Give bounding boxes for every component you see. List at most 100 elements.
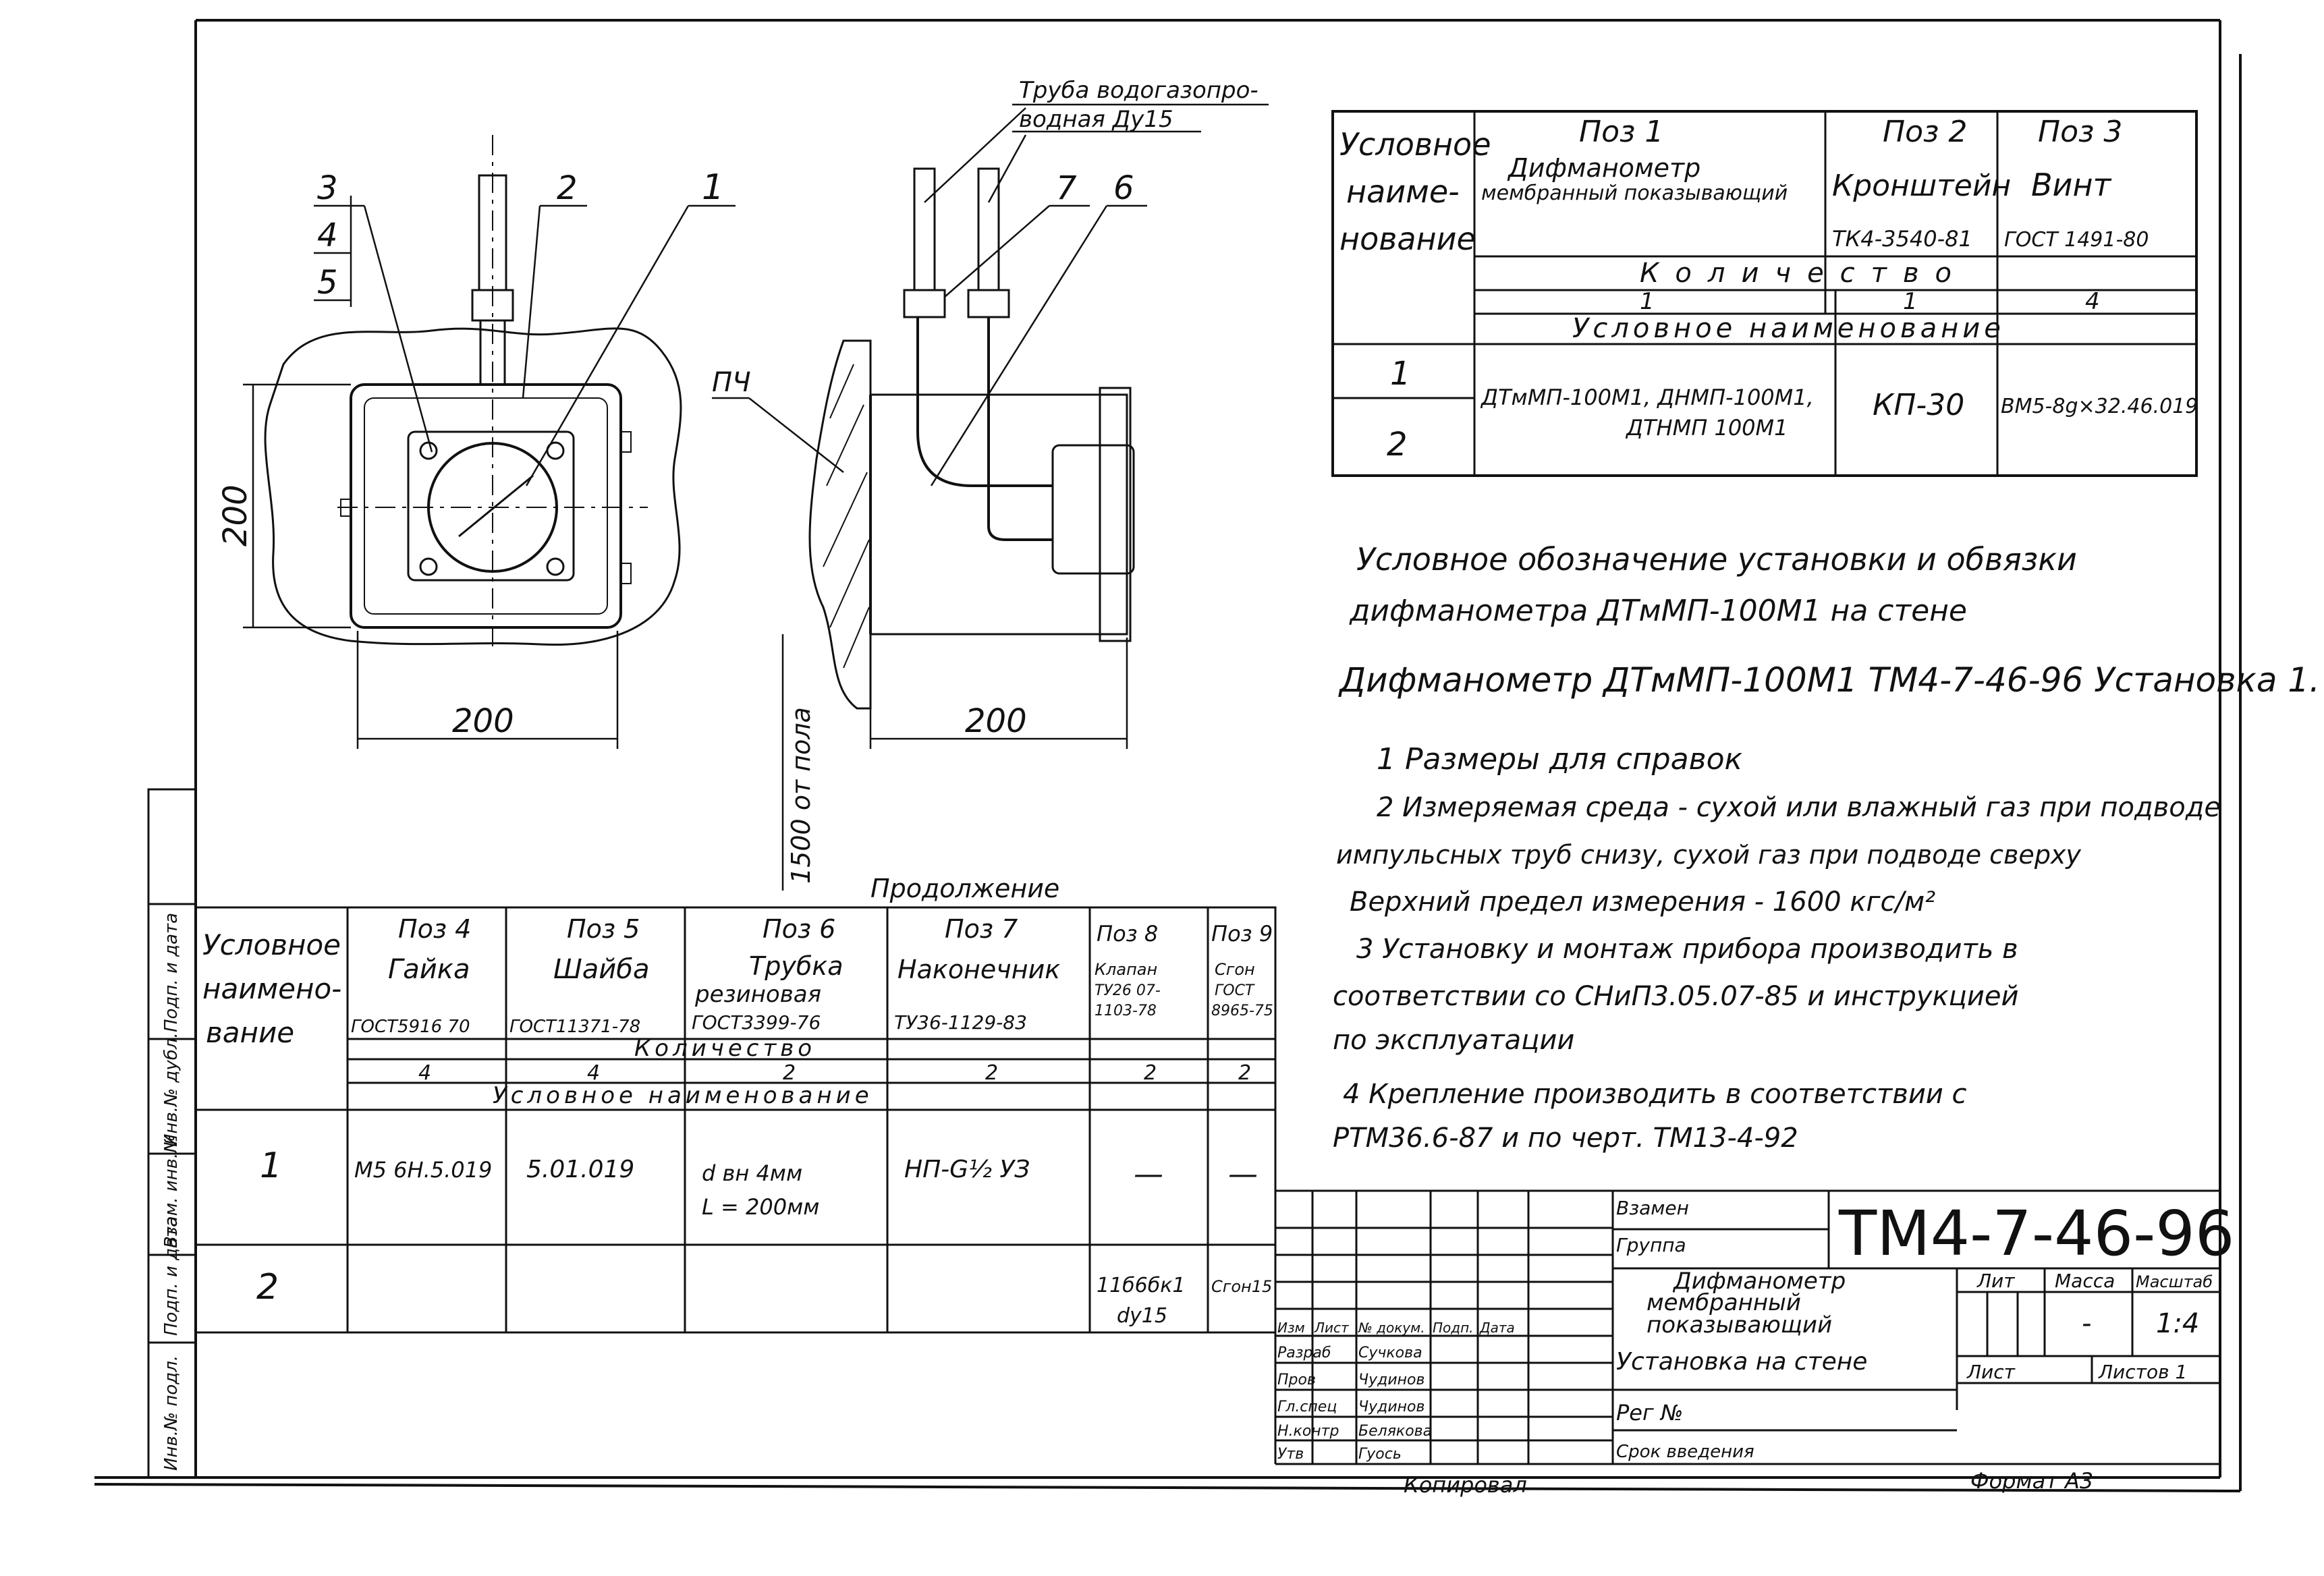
pipe-right — [977, 167, 1000, 291]
callout-3: 3 — [317, 169, 338, 207]
tb-title-3: показывающий — [1647, 1312, 1832, 1339]
bottom-row-1: 1 — [260, 1146, 282, 1186]
bracket-body — [869, 393, 1128, 636]
pos8-standard-1: ТУ26 07- — [1095, 982, 1161, 999]
screw-hole-4 — [546, 557, 565, 576]
tb-person-name-3: Чудинов — [1358, 1399, 1424, 1415]
rubber-tube-1 — [916, 317, 1053, 487]
wall-label: ПЧ — [712, 367, 751, 398]
qty-pos7: 2 — [985, 1061, 998, 1085]
tb-person-role-1: Разраб — [1277, 1345, 1331, 1361]
tb-role-sign: Подп. — [1433, 1320, 1474, 1336]
note-4-1: 4 Крепление производить в соответствии с — [1343, 1079, 1967, 1110]
pos3-title: Поз 3 — [2038, 115, 2122, 149]
pos8-row1: — — [1134, 1157, 1163, 1191]
sheet-frame — [94, 19, 2242, 1492]
dim-height-200: 200 — [217, 484, 254, 546]
tb-reg: Рег № — [1616, 1400, 1683, 1426]
pos7-standard: ТУ36-1129-83 — [894, 1011, 1027, 1034]
continuation-label: Продолжение — [870, 874, 1059, 903]
pos4-standard: ГОСТ5916 70 — [351, 1017, 470, 1037]
tb-title-2: мембранный — [1647, 1289, 1801, 1316]
strip-sign-date-2: Подп. и дата — [161, 913, 182, 1032]
format-label: Формат А3 — [1970, 1468, 2093, 1494]
tb-sheet: Лист — [1966, 1361, 2016, 1383]
qty-pos1: 1 — [1640, 288, 1655, 315]
drawing-code: ТМ4-7-46-96 — [1838, 1198, 2234, 1270]
pos6-value-2: L = 200мм — [702, 1194, 819, 1220]
pos8-name: Клапан — [1095, 960, 1157, 979]
pos4-value: М5 6Н.5.019 — [354, 1157, 492, 1183]
tb-role-date: Дата — [1479, 1320, 1515, 1336]
qty-pos3: 4 — [2085, 288, 2100, 315]
qty-pos4: 4 — [418, 1061, 431, 1085]
pos2-title: Поз 2 — [1883, 115, 1967, 149]
callout-4: 4 — [317, 217, 338, 254]
pos9-standard-2: 8965-75 — [1211, 1003, 1273, 1019]
instrument-flange — [407, 430, 575, 582]
bottom-quantity-label: Количество — [634, 1035, 816, 1062]
gauge-needle — [458, 474, 534, 538]
tb-person-name-1: Сучкова — [1358, 1345, 1422, 1361]
tb-person-name-4: Белякова — [1358, 1423, 1432, 1440]
qty-pos9: 2 — [1238, 1061, 1251, 1085]
bottom-cond-label: Условное наименование — [493, 1082, 873, 1109]
tb-scale-value: 1:4 — [2156, 1308, 2199, 1339]
top-hdr-line1: Условное — [1339, 126, 1491, 163]
pos8-title: Поз 8 — [1097, 921, 1158, 947]
bottom-row-2: 2 — [256, 1267, 279, 1307]
screw-hole-1 — [419, 441, 438, 460]
pos5-title: Поз 5 — [567, 914, 640, 944]
pos6-name-2: резиновая — [694, 981, 821, 1008]
top-hdr-line2: наиме- — [1346, 173, 1460, 210]
pos5-value: 5.01.019 — [526, 1156, 634, 1183]
note-2-1: 2 Измеряемая среда - сухой или влажный г… — [1377, 792, 2221, 823]
copied-label: Копировал — [1404, 1472, 1527, 1498]
tb-person-role-3: Гл.спец — [1277, 1399, 1337, 1415]
tb-group: Группа — [1616, 1234, 1686, 1256]
pos2-standard: ТК4-3540-81 — [1832, 226, 1972, 252]
bottom-hdr-line2: наимено- — [202, 972, 341, 1005]
pos6-standard: ГОСТ3399-76 — [692, 1011, 821, 1034]
screw-hole-3 — [419, 557, 438, 576]
desc-line3: Дифманометр ДТмМП-100М1 ТМ4-7-46-96 Уста… — [1338, 660, 2320, 700]
pos6-value-1: d вн 4мм — [702, 1160, 802, 1186]
strip-inv-orig: Инв.№ подл. — [161, 1355, 182, 1471]
pos3-name: Винт — [2031, 167, 2112, 203]
tb-role-izm: Изм — [1277, 1320, 1305, 1336]
qty-pos5: 4 — [587, 1061, 600, 1085]
pos9-title: Поз 9 — [1211, 921, 1273, 947]
pos3-standard: ГОСТ 1491-80 — [2004, 228, 2149, 252]
tb-title-1: Дифманометр — [1672, 1268, 1846, 1295]
instrument-side — [1051, 444, 1135, 575]
callout-1: 1 — [702, 167, 724, 208]
pos9-name: Сгон — [1215, 960, 1255, 979]
pos4-title: Поз 4 — [398, 914, 471, 944]
spec-table-bottom: Продолжение Условное наимено- вание Поз … — [194, 874, 1277, 1334]
strip-replace-inv: Взам. инв.№ — [161, 1135, 182, 1248]
note-2-2: импульсных труб снизу, сухой газ при под… — [1336, 840, 2081, 870]
pos5-standard: ГОСТ11371-78 — [509, 1017, 640, 1037]
floor-height-label: 1500 от пола — [786, 707, 816, 884]
note-3-3: по эксплуатации — [1333, 1025, 1574, 1056]
pos5-name: Шайба — [553, 954, 649, 985]
top-quantity-label: Количество — [1640, 258, 1968, 289]
pos8-standard-2: 1103-78 — [1095, 1003, 1157, 1019]
pos9-row2: Сгон15 — [1211, 1277, 1272, 1296]
instrument-housing — [350, 383, 622, 629]
description-block: Условное обозначение установки и обвязки… — [1338, 541, 2320, 700]
pos7-value: НП-G½ УЗ — [904, 1156, 1030, 1183]
top-hdr-line3: нование — [1339, 221, 1476, 257]
bottom-hdr-line1: Условное — [202, 928, 341, 961]
desc-line2: дифманометра ДТмМП-100М1 на стене — [1349, 594, 1967, 628]
dim-width-200-front: 200 — [452, 702, 514, 740]
pos6-name-1: Трубка — [749, 951, 843, 981]
pos2-value: КП-30 — [1873, 388, 1964, 422]
pipe-note-line1: Труба водогазопро- — [1019, 77, 1258, 104]
tb-title-4: Установка на стене — [1616, 1348, 1867, 1376]
qty-pos2: 1 — [1903, 288, 1918, 315]
tb-person-name-2: Чудинов — [1358, 1372, 1424, 1388]
tb-mass-label: Масса — [2055, 1270, 2115, 1292]
left-stamp-strip: Инв.№ подл. Подп. и дата Взам. инв.№ Инв… — [147, 788, 197, 1479]
tb-role-list: Лист — [1314, 1320, 1350, 1336]
